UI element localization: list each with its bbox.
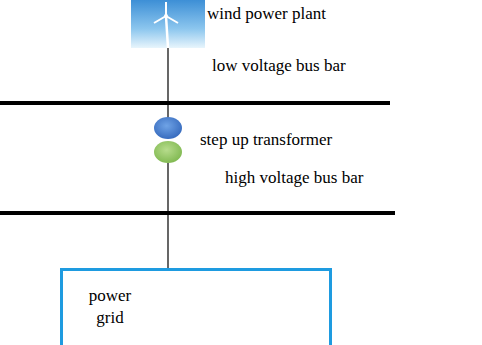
bus-label: high voltage bus bar xyxy=(225,168,363,188)
grid-box: power grid xyxy=(60,268,332,345)
transformer-label: step up transformer xyxy=(200,130,332,150)
wind-turbine-icon xyxy=(131,0,205,48)
high-voltage-bus-bar xyxy=(0,211,395,215)
low-voltage-bus-bar xyxy=(0,101,390,105)
bus-label: low voltage bus bar xyxy=(212,56,346,76)
wire xyxy=(167,48,168,118)
plant-label: wind power plant xyxy=(207,4,326,24)
transformer-symbol xyxy=(154,117,182,163)
wire xyxy=(167,163,168,268)
grid-label: power grid xyxy=(82,285,138,329)
